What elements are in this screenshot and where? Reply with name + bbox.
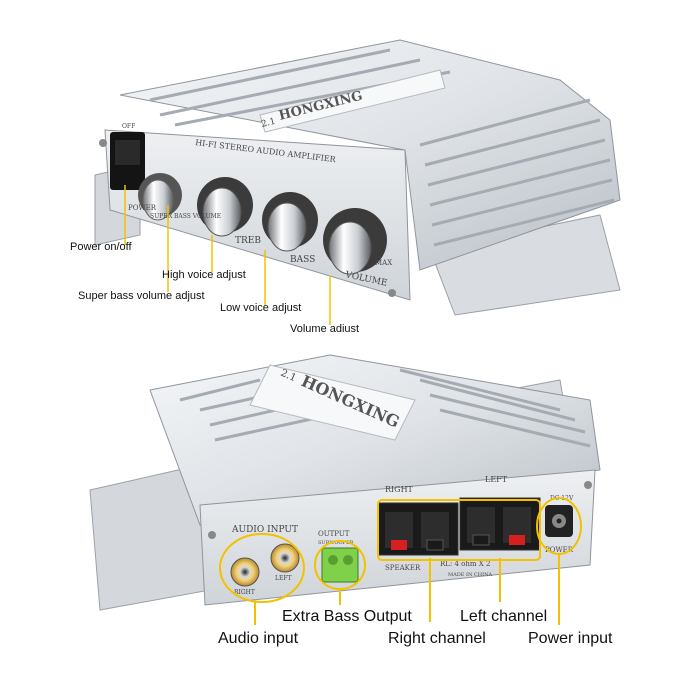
- bottom-callout-marks: [219, 497, 582, 625]
- speaker-right-terminals[interactable]: [377, 502, 459, 556]
- screw: [99, 139, 107, 147]
- rl-label: RL: 4 ohm X 2: [440, 560, 490, 568]
- knob-label-max: MAX: [375, 259, 392, 267]
- speaker-label: SPEAKER: [385, 564, 421, 572]
- switch-off-label: OFF: [122, 123, 135, 130]
- callout-high-voice: High voice adjust: [162, 269, 246, 281]
- speaker-right-label: RIGHT: [385, 485, 414, 494]
- speaker-left-terminals[interactable]: [459, 497, 541, 551]
- super-bass-knob[interactable]: [138, 173, 182, 221]
- knob-label-power: POWER: [128, 204, 157, 212]
- callout-audio-input: Audio input: [218, 630, 299, 647]
- callout-volume: Volume adiust: [290, 323, 360, 335]
- audio-input-label: AUDIO INPUT: [231, 525, 298, 535]
- volume-knob[interactable]: [323, 208, 387, 275]
- callout-left-channel: Left channel: [460, 608, 548, 625]
- screw: [208, 531, 216, 539]
- subwoofer-label: SUBWOOFER: [318, 540, 354, 546]
- treble-knob[interactable]: [197, 177, 253, 237]
- callout-power-input: Power input: [528, 630, 613, 647]
- rca-left-jack[interactable]: [270, 543, 300, 573]
- bottom-amplifier: HONGXING 2.1 AUDIO INPUT RIGHT LEFT OUTP…: [89, 354, 601, 611]
- callout-right-channel: Right channel: [388, 630, 486, 647]
- knob-label-bass: BASS: [290, 255, 315, 265]
- rca-right-label: RIGHT: [234, 589, 255, 596]
- power-jack-label: POWER: [545, 546, 574, 554]
- knob-label-super-bass: SUPER BASS VOLUME: [150, 213, 221, 220]
- callout-power-onoff: Power on/off: [70, 241, 132, 253]
- callout-low-voice: Low voice adjust: [220, 302, 302, 314]
- output-label: OUTPUT: [318, 530, 350, 538]
- screw: [388, 289, 396, 297]
- made-in-label: MADE IN CHINA: [448, 572, 492, 578]
- bass-knob[interactable]: [262, 192, 318, 252]
- callout-super-bass: Super bass volume adjust: [78, 290, 205, 302]
- knob-label-treble: TREB: [235, 236, 261, 246]
- screw: [584, 481, 592, 489]
- top-amplifier: HONGXING 2.1 HI-FI STEREO AUDIO AMPLIFIE…: [94, 39, 621, 316]
- rca-left-label: LEFT: [275, 575, 292, 582]
- top-callout-lines: [124, 185, 331, 325]
- rca-right-jack[interactable]: [230, 557, 260, 587]
- callout-extra-bass: Extra Bass Output: [282, 608, 412, 625]
- top-model: 2.1: [260, 117, 276, 130]
- subwoofer-terminal[interactable]: [321, 547, 359, 583]
- speaker-left-label: LEFT: [485, 475, 508, 484]
